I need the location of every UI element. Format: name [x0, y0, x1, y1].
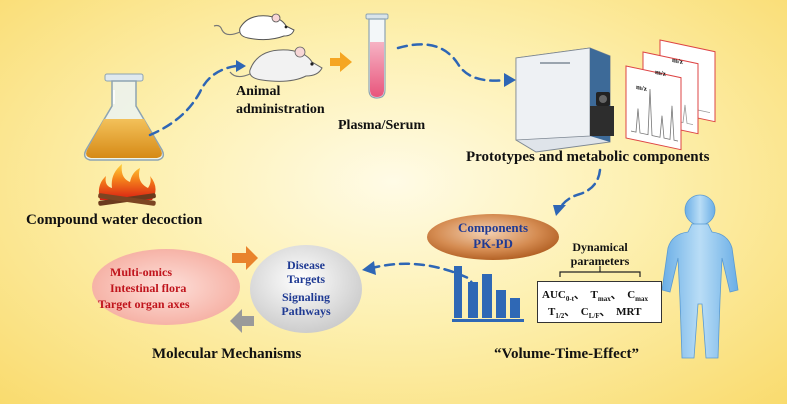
animal-label: Animal	[236, 84, 281, 99]
grey-left-arrow-icon	[230, 309, 254, 333]
sep: 、	[564, 306, 576, 318]
spectrum-panel-front	[625, 65, 682, 151]
clf-sub: L/F	[588, 312, 600, 321]
prototypes-label: Prototypes and metabolic components	[466, 149, 710, 165]
fire-icon	[98, 164, 156, 206]
signaling-label: Signaling	[281, 290, 331, 304]
clf-param: C	[580, 306, 589, 318]
auc-param: AUC	[542, 289, 566, 301]
components-label: Components	[457, 220, 529, 235]
mrt-param: MRT	[616, 306, 642, 318]
cmax-sub: max	[635, 295, 648, 304]
flora-label: Intestinal flora	[110, 281, 187, 295]
spectra-panels	[625, 39, 716, 151]
plasma-label: Plasma/Serum	[338, 118, 426, 133]
sep: 、	[599, 306, 611, 318]
administration-label: administration	[236, 102, 325, 117]
targets-label: Targets	[286, 272, 326, 286]
mouse-icon-bottom	[229, 46, 323, 82]
orange-arrow-icon	[330, 52, 352, 72]
tmax-param: T	[590, 289, 598, 301]
thalf-param: T	[548, 306, 556, 318]
tmax-sub: max	[597, 295, 611, 304]
test-tube-icon	[365, 13, 389, 99]
molecular-label: Molecular Mechanisms	[152, 346, 302, 362]
decoction-label: Compound water decoction	[26, 212, 203, 228]
dynamical-label: Dynamical	[572, 240, 628, 254]
organ-axes-label: Target organ axes	[98, 297, 190, 311]
thalf-sub: 1/2	[555, 312, 565, 321]
parameters-label: parameters	[570, 254, 630, 268]
sep: 、	[610, 289, 622, 301]
targets-ellipse	[250, 245, 362, 333]
orange-right-arrow-icon	[232, 246, 258, 270]
bar-chart-icon	[452, 266, 524, 322]
mass-spectrometer-icon	[515, 47, 614, 153]
omics-ellipse	[92, 249, 240, 325]
parameters-row-1: AUC0-t、 Tmax、 Cmax	[542, 286, 648, 303]
pathways-label: Pathways	[281, 304, 331, 318]
parameters-row-2: T1/2、 CL/F、 MRT	[548, 303, 641, 320]
parameters-bracket	[559, 266, 641, 277]
cmax-param: C	[627, 289, 636, 301]
disease-label: Disease	[287, 258, 325, 272]
flow-arrows	[148, 43, 602, 306]
flask-icon	[83, 73, 165, 161]
human-body-icon	[661, 194, 739, 359]
arrowheads	[236, 60, 566, 275]
sep: 、	[574, 289, 586, 301]
components-ellipse	[427, 214, 559, 260]
mouse-icon-top	[213, 13, 295, 41]
multiomics-label: Multi-omics	[110, 265, 172, 279]
pkpd-label: PK-PD	[473, 236, 513, 251]
parameters-box: AUC0-t、 Tmax、 Cmax T1/2、 CL/F、 MRT	[537, 281, 662, 323]
vte-label: “Volume-Time-Effect”	[494, 346, 639, 362]
auc-sub: 0-t	[565, 295, 575, 304]
